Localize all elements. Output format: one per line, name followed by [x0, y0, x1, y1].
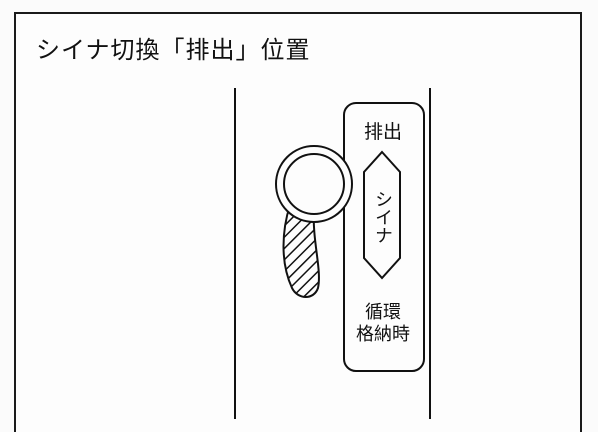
right-rail: [429, 88, 431, 419]
lever-arm: [282, 203, 320, 298]
diagram-title: シイナ切換「排出」位置: [36, 36, 311, 64]
shina-label: シイナ: [372, 190, 393, 244]
stowage-time-label: 格納時: [356, 324, 410, 345]
indicator-window: [363, 150, 401, 280]
circulation-label: 循環: [365, 302, 401, 323]
lever-diagram: [275, 102, 425, 372]
lever-knob-inner: [283, 153, 345, 215]
circulation-stowage-label: 循環 格納時: [340, 302, 426, 346]
discharge-label: 排出: [363, 121, 402, 143]
left-rail: [234, 88, 236, 419]
